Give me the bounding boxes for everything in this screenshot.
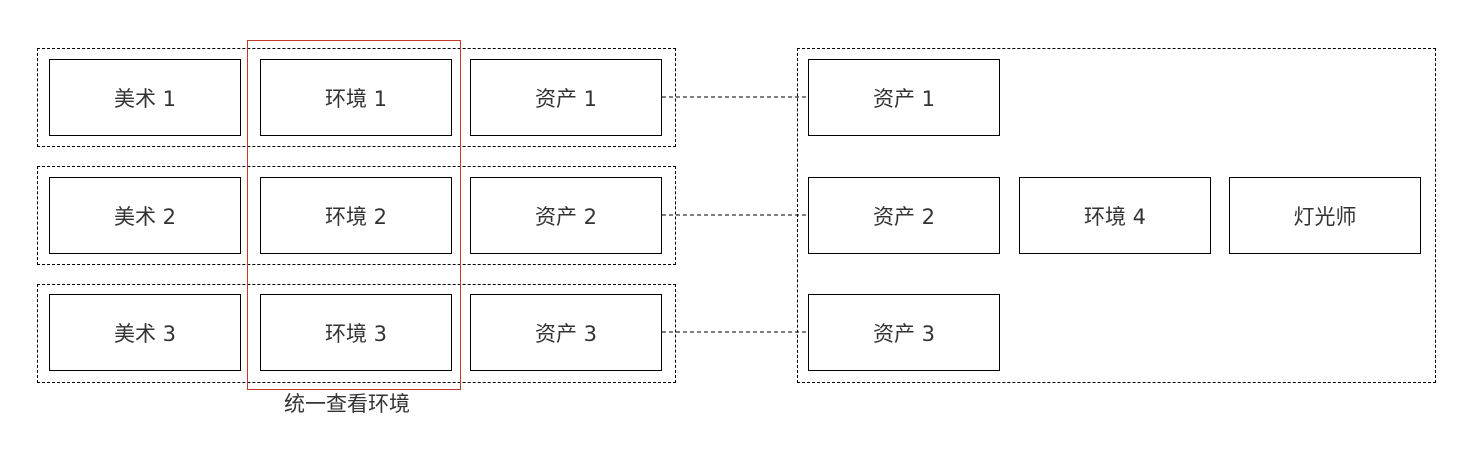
row-group-2 <box>37 166 676 265</box>
row-group-3 <box>37 284 676 383</box>
env-column-highlight <box>247 40 461 390</box>
asset-2-box[interactable]: 资产 2 <box>470 177 662 254</box>
art-1-box[interactable]: 美术 1 <box>49 59 241 136</box>
env-1-box[interactable]: 环境 1 <box>260 59 452 136</box>
right-asset-3-box[interactable]: 资产 3 <box>808 294 1000 371</box>
asset-3-box[interactable]: 资产 3 <box>470 294 662 371</box>
env-3-box[interactable]: 环境 3 <box>260 294 452 371</box>
right-asset-2-box[interactable]: 资产 2 <box>808 177 1000 254</box>
art-2-box[interactable]: 美术 2 <box>49 177 241 254</box>
right-asset-1-box[interactable]: 资产 1 <box>808 59 1000 136</box>
art-3-box[interactable]: 美术 3 <box>49 294 241 371</box>
highlight-caption: 统一查看环境 <box>284 392 410 416</box>
row-group-1 <box>37 48 676 147</box>
lighting-artist-box[interactable]: 灯光师 <box>1229 177 1421 254</box>
asset-1-box[interactable]: 资产 1 <box>470 59 662 136</box>
env-2-box[interactable]: 环境 2 <box>260 177 452 254</box>
env-4-box[interactable]: 环境 4 <box>1019 177 1211 254</box>
